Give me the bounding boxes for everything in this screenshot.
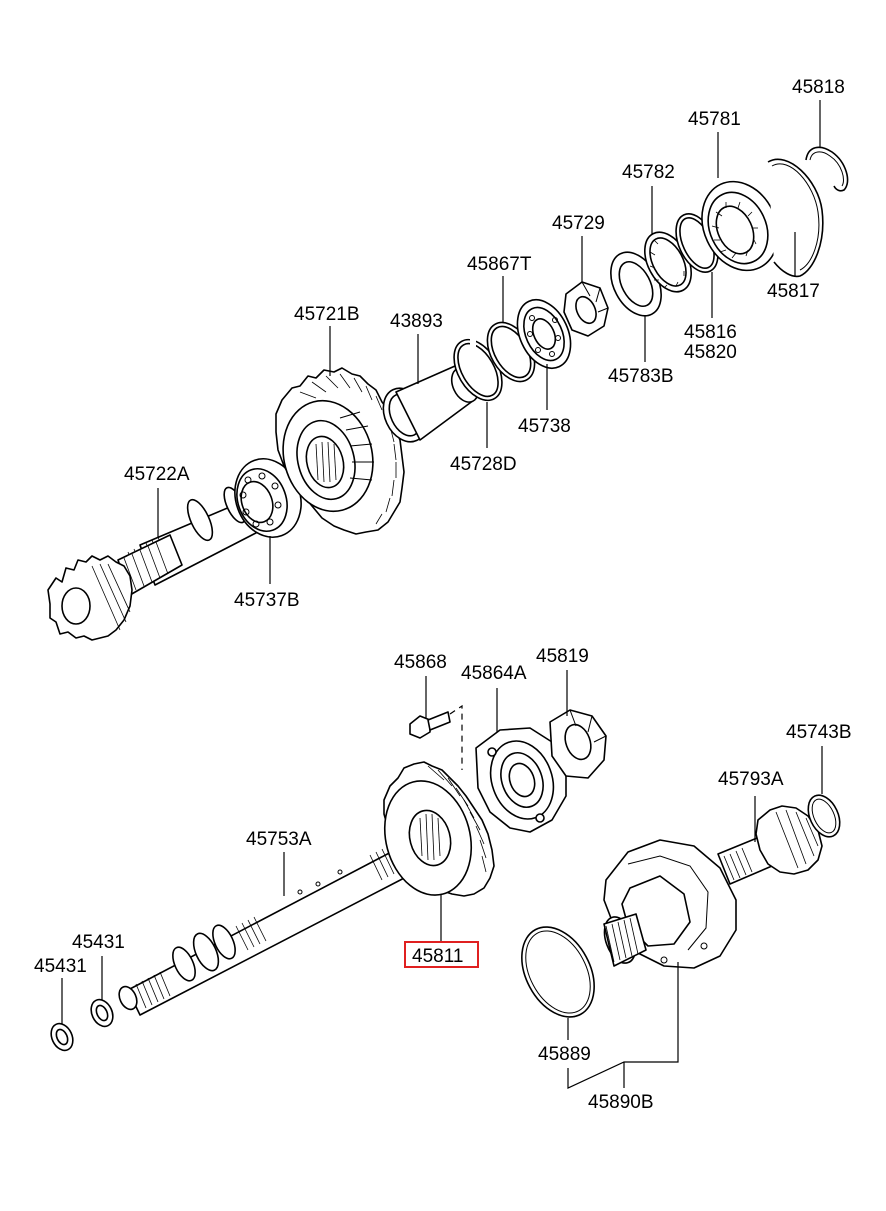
washer-45431-left xyxy=(50,1022,74,1052)
label-45781: 45781 xyxy=(688,109,741,130)
label-45728d: 45728D xyxy=(450,454,517,475)
bearing-45737b xyxy=(234,458,302,538)
label-45729: 45729 xyxy=(552,213,605,234)
bearing-45864a xyxy=(475,727,567,833)
nut-45819 xyxy=(549,709,607,779)
snapring-45818 xyxy=(805,146,849,192)
label-43893: 43893 xyxy=(390,311,443,332)
leader-lines xyxy=(61,100,823,1089)
label-45431-lower: 45431 xyxy=(34,956,87,977)
shaft-45753a xyxy=(118,845,411,1016)
differential-45890b xyxy=(603,839,737,969)
label-45743b: 45743B xyxy=(786,722,852,743)
nut-45729 xyxy=(563,281,609,337)
label-45817: 45817 xyxy=(767,281,820,302)
label-45816: 45816 xyxy=(684,322,737,343)
snapring-45728d xyxy=(453,338,503,402)
highlight-box-45811 xyxy=(404,941,479,968)
spacer-43893 xyxy=(382,365,480,443)
oring-45889 xyxy=(521,926,595,1018)
part-labels: 45818 45781 45782 45729 45867T 45721B 43… xyxy=(34,77,852,1113)
snapring-45743b xyxy=(807,794,841,838)
label-45722a: 45722A xyxy=(124,464,190,485)
washer-45783b xyxy=(610,251,662,317)
label-45737b: 45737B xyxy=(234,590,300,611)
label-45889: 45889 xyxy=(538,1044,591,1065)
label-45868: 45868 xyxy=(394,652,447,673)
label-45867t: 45867T xyxy=(467,254,532,275)
label-45864a: 45864A xyxy=(461,663,527,684)
label-45820: 45820 xyxy=(684,342,737,363)
snapring-45817 xyxy=(767,158,824,278)
label-45753a: 45753A xyxy=(246,829,312,850)
bearing-45738 xyxy=(516,299,572,369)
label-45431-upper: 45431 xyxy=(72,932,125,953)
label-45721b: 45721B xyxy=(294,304,360,325)
label-45783b: 45783B xyxy=(608,366,674,387)
gear-45721b xyxy=(275,367,405,535)
washer-45431-right xyxy=(90,998,114,1028)
label-45811[interactable]: 45811 xyxy=(412,946,463,967)
label-45819: 45819 xyxy=(536,646,589,667)
bolt-45868 xyxy=(409,704,463,770)
gear-45793a xyxy=(717,805,823,885)
label-45890b: 45890B xyxy=(588,1092,654,1113)
label-45793a: 45793A xyxy=(718,769,784,790)
gear-45811 xyxy=(383,761,495,897)
label-45782: 45782 xyxy=(622,162,675,183)
label-45818: 45818 xyxy=(792,77,845,98)
label-45738: 45738 xyxy=(518,416,571,437)
